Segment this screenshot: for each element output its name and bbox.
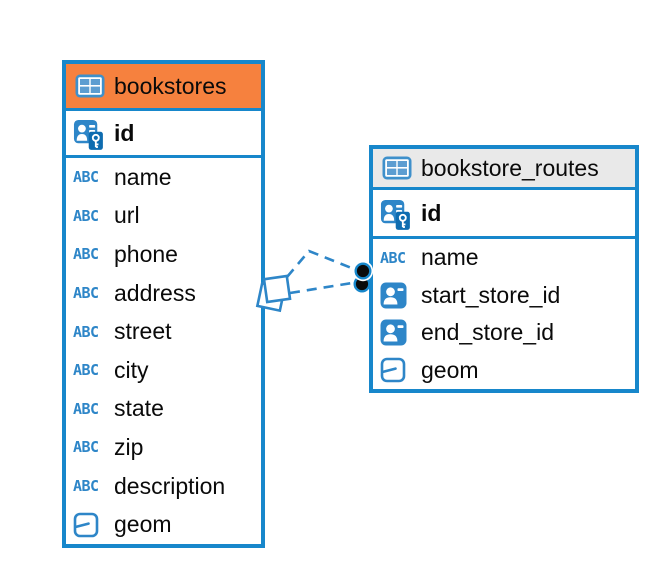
column-name: url <box>114 202 140 229</box>
column-row-geom[interactable]: geom <box>66 505 261 544</box>
column-row-address[interactable]: ABC address <box>66 274 261 313</box>
reference-type-icon <box>380 282 414 309</box>
table-title: bookstores <box>114 72 227 99</box>
column-row-id[interactable]: id <box>373 190 635 239</box>
relationship-line-end-store[interactable] <box>289 281 353 295</box>
text-type-icon: ABC <box>73 245 99 264</box>
column-row-phone[interactable]: ABC phone <box>66 235 261 274</box>
column-row-state[interactable]: ABC state <box>66 390 261 429</box>
text-type-icon: ABC <box>73 477 99 496</box>
reference-type-icon <box>380 319 414 346</box>
column-name: geom <box>114 511 172 538</box>
table-header[interactable]: bookstores <box>66 64 261 111</box>
column-name: geom <box>421 356 479 383</box>
column-row-url[interactable]: ABC url <box>66 197 261 236</box>
column-name: street <box>114 318 172 345</box>
column-name: address <box>114 279 196 306</box>
column-row-id[interactable]: id <box>66 111 261 158</box>
text-type-icon: ABC <box>73 399 99 418</box>
column-row-street[interactable]: ABC street <box>66 312 261 351</box>
text-type-icon: ABC <box>73 322 99 341</box>
table-icon <box>75 74 105 98</box>
primary-key-icon <box>73 115 107 151</box>
column-name: name <box>421 244 479 271</box>
column-row-geom[interactable]: geom <box>373 352 635 390</box>
column-name: zip <box>114 433 144 460</box>
column-row-zip[interactable]: ABC zip <box>66 428 261 467</box>
column-name: phone <box>114 240 178 267</box>
text-type-icon: ABC <box>73 361 99 380</box>
column-row-start_store_id[interactable]: start_store_id <box>373 277 635 315</box>
column-name: description <box>114 472 226 499</box>
text-type-icon: ABC <box>73 438 99 457</box>
geometry-type-icon <box>380 357 414 383</box>
column-name: state <box>114 395 164 422</box>
column-name: id <box>114 119 135 146</box>
column-row-name[interactable]: ABC name <box>373 239 635 277</box>
table-icon <box>382 156 412 180</box>
column-name: end_store_id <box>421 319 554 346</box>
column-name: name <box>114 163 172 190</box>
text-type-icon: ABC <box>73 284 99 303</box>
primary-key-icon <box>380 195 414 231</box>
table-header[interactable]: bookstore_routes <box>373 149 635 190</box>
column-name: city <box>114 356 149 383</box>
text-type-icon: ABC <box>73 206 99 225</box>
relationship-line-start-store[interactable] <box>286 249 355 278</box>
column-row-description[interactable]: ABC description <box>66 467 261 506</box>
table-title: bookstore_routes <box>421 154 599 181</box>
text-type-icon: ABC <box>73 168 99 187</box>
column-row-name[interactable]: ABC name <box>66 158 261 197</box>
column-row-city[interactable]: ABC city <box>66 351 261 390</box>
column-row-end_store_id[interactable]: end_store_id <box>373 314 635 352</box>
text-type-icon: ABC <box>380 248 406 267</box>
column-name: id <box>421 199 442 226</box>
geometry-type-icon <box>73 512 107 538</box>
column-name: start_store_id <box>421 281 561 308</box>
